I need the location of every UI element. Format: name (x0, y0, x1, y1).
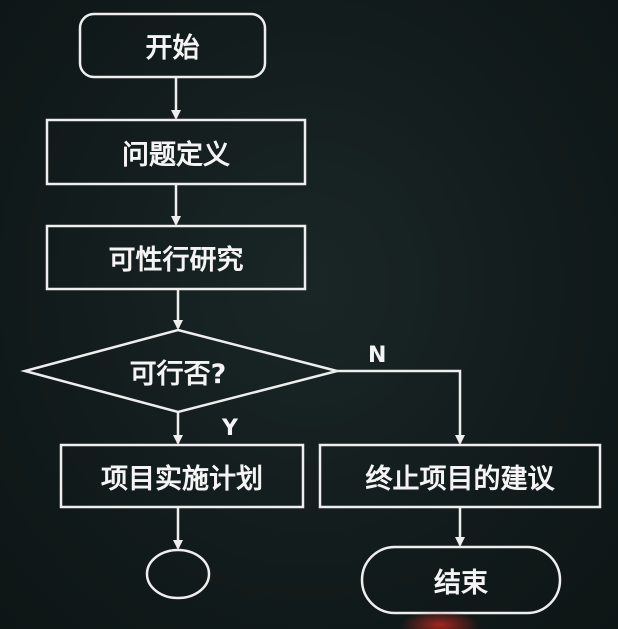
edge-label-no: N (368, 343, 387, 368)
project-plan-node-label: 项目实施计划 (101, 463, 263, 495)
problem-definition-node-label: 问题定义 (122, 139, 230, 171)
edge-label-yes: Y (222, 416, 238, 441)
decision-node-label: 可行否? (129, 358, 227, 390)
feasibility-study-node-label: 可性行研究 (108, 245, 244, 276)
project-plan-node-shape (59, 443, 305, 509)
end-node-label: 结束 (434, 567, 488, 599)
edge-decision-no-to-terminate (337, 369, 465, 445)
plan-terminal-shape (145, 548, 211, 600)
feasibility-study-node-shape (45, 224, 307, 291)
start-node-label: 开始 (145, 33, 200, 64)
start-node-shape (78, 12, 267, 79)
corner-light-glow (400, 610, 480, 629)
terminate-suggestion-node-label: 终止项目的建议 (365, 463, 555, 495)
